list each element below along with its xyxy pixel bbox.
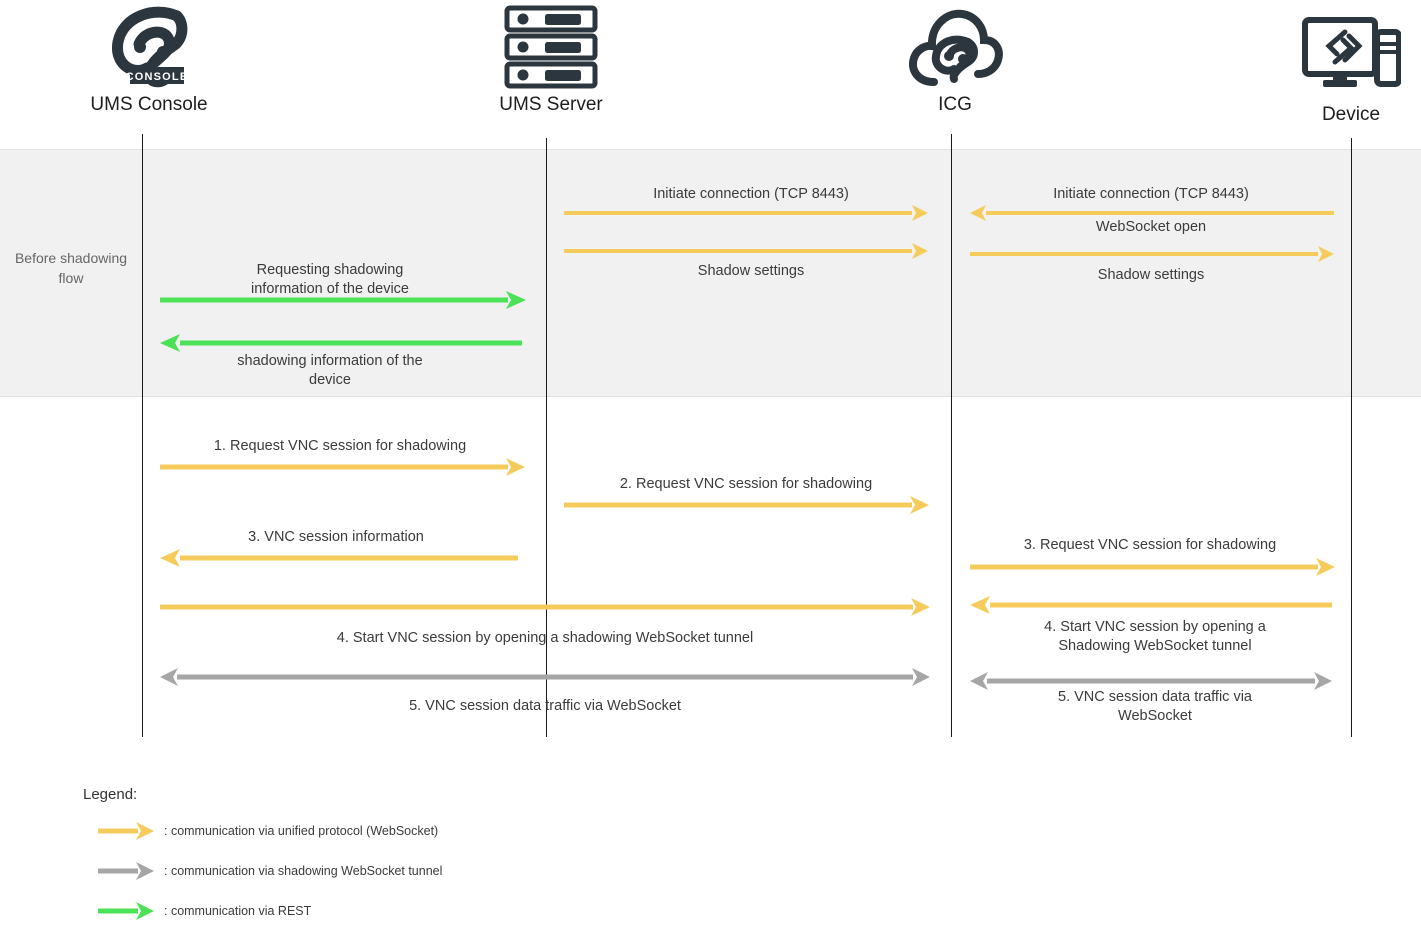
message-label: 4. Start VNC session by opening a Shadow… <box>1044 619 1266 654</box>
server-rack-icon <box>465 4 637 90</box>
message-label: 5. VNC session data traffic via WebSocke… <box>409 698 681 714</box>
arrow-right-rest-icon <box>98 902 154 920</box>
message-label: 4. Start VNC session by opening a shadow… <box>336 630 754 646</box>
svg-text:CONSOLE: CONSOLE <box>126 71 189 83</box>
lifeline-icg <box>951 134 952 737</box>
legend-item-rest: : communication via REST <box>98 902 311 920</box>
participant-label-icg: ICG <box>938 94 972 115</box>
arrow-left-unified <box>160 549 518 567</box>
message-label: 1. Request VNC session for shadowing <box>213 438 467 454</box>
participant-icg: ICG <box>869 4 1041 116</box>
participant-label-device: Device <box>1321 104 1381 125</box>
arrow-right-rest <box>160 291 526 309</box>
arrow-right-unified <box>160 458 525 476</box>
arrow-right-unified <box>564 496 929 514</box>
arrow-right-unified <box>564 243 928 259</box>
message-label: shadowing information of the device <box>237 353 423 388</box>
arrow-right-tunnel-icon <box>98 862 154 880</box>
message-label: Requesting shadowing information of the … <box>251 262 409 297</box>
legend-title: Legend: <box>83 786 138 803</box>
message-label: Initiate connection (TCP 8443) <box>653 186 849 202</box>
legend-label: : communication via unified protocol (We… <box>164 824 439 838</box>
arrow-right-unified <box>970 246 1334 262</box>
participant-label-ums-server: UMS Server <box>499 94 603 115</box>
message-label: 2. Request VNC session for shadowing <box>619 476 873 492</box>
message-label: Shadow settings <box>1097 267 1205 283</box>
message-label: 3. VNC session information <box>248 529 424 545</box>
message-label: WebSocket open <box>1095 219 1207 235</box>
monitor-device-icon <box>1265 14 1421 100</box>
legend-item-unified-protocol: : communication via unified protocol (We… <box>98 822 438 840</box>
lifeline-device <box>1351 138 1352 737</box>
message-label: Shadow settings <box>697 263 805 279</box>
legend-item-shadowing-tunnel: : communication via shadowing WebSocket … <box>98 862 442 880</box>
legend-label: : communication via shadowing WebSocket … <box>164 864 443 878</box>
cloud-gateway-icon <box>869 4 1041 90</box>
message-label: Initiate connection (TCP 8443) <box>1053 186 1249 202</box>
arrow-left-rest <box>160 334 522 352</box>
arrow-left-unified <box>970 205 1334 221</box>
lifeline-ums-console <box>142 134 143 737</box>
ums-console-logo-icon: CONSOLE <box>63 4 235 90</box>
arrow-bidirectional-tunnel <box>160 668 930 686</box>
arrow-bidirectional-tunnel <box>970 672 1332 690</box>
phase-band-before-shadowing-flow <box>0 149 1421 397</box>
phase-band-label: Before shadowing flow <box>14 250 128 286</box>
legend-label: : communication via REST <box>164 904 312 918</box>
arrow-left-unified <box>970 596 1332 614</box>
arrow-right-unified <box>970 558 1335 576</box>
arrow-right-unified <box>160 598 930 616</box>
message-label: 3. Request VNC session for shadowing <box>1023 537 1277 553</box>
participant-ums-console: CONSOLE UMS Console <box>63 4 235 116</box>
message-label: 5. VNC session data traffic via WebSocke… <box>1058 689 1252 724</box>
participant-device: Device <box>1265 14 1421 126</box>
arrow-right-unified-icon <box>98 822 154 840</box>
arrow-right-unified <box>564 205 928 221</box>
participant-ums-server: UMS Server <box>465 4 637 116</box>
participant-label-ums-console: UMS Console <box>90 94 208 115</box>
lifeline-ums-server <box>546 138 547 737</box>
